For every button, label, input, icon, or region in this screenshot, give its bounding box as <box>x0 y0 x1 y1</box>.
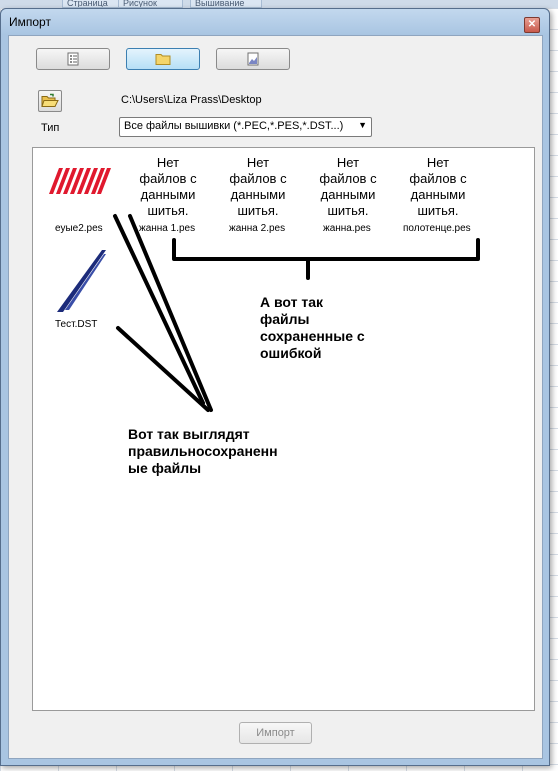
folder-view-button[interactable] <box>126 48 200 70</box>
annotation-strokes <box>113 214 480 412</box>
open-folder-button[interactable] <box>38 90 62 112</box>
file-type-selected-value: Все файлы вышивки (*.PEC,*.PES,*.DST...) <box>124 120 344 132</box>
image-view-button[interactable] <box>216 48 290 70</box>
import-button[interactable]: Импорт <box>239 722 312 744</box>
file-name-label[interactable]: жанна.pes <box>323 223 371 234</box>
file-type-dropdown[interactable]: Все файлы вышивки (*.PEC,*.PES,*.DST...)… <box>119 117 372 137</box>
dialog-client-area: C:\Users\Liza Prass\Desktop Тип Все файл… <box>8 35 543 759</box>
error-files-bracket <box>172 238 480 261</box>
file-name-label[interactable]: полотенце.pes <box>403 223 471 234</box>
image-icon <box>247 52 259 66</box>
list-view-button[interactable] <box>36 48 110 70</box>
list-view-icon <box>67 52 79 66</box>
file-name-label[interactable]: еуые2.pes <box>55 223 103 234</box>
dialog-title: Импорт <box>9 15 51 29</box>
close-button[interactable]: ✕ <box>524 17 540 33</box>
close-icon: ✕ <box>527 19 537 30</box>
background-tab-drawing[interactable]: Рисунок <box>118 0 183 8</box>
file-thumbnail-embroidery-blue[interactable] <box>57 250 107 314</box>
correct-file-pointer-1 <box>113 214 205 405</box>
file-name-label[interactable]: Тест.DST <box>55 319 98 330</box>
correct-file-pointer-2 <box>128 214 213 412</box>
chevron-down-icon: ▼ <box>358 120 367 130</box>
current-path-label: C:\Users\Liza Prass\Desktop <box>121 94 262 106</box>
background-tab-page[interactable]: Страница <box>62 0 122 8</box>
correct-file-pointer-3 <box>116 326 210 412</box>
dialog-titlebar[interactable]: Импорт ✕ <box>1 9 549 35</box>
import-dialog: Импорт ✕ <box>0 8 550 766</box>
file-name-label[interactable]: жанна 2.pes <box>229 223 286 234</box>
file-thumbnail-embroidery-red[interactable] <box>49 166 111 196</box>
file-type-label: Тип <box>41 122 60 134</box>
folder-icon <box>155 54 171 65</box>
open-folder-icon <box>41 93 59 107</box>
background-tab-embroidery[interactable]: Вышивание <box>190 0 262 8</box>
file-name-label[interactable]: жанна 1.pes <box>139 223 196 234</box>
